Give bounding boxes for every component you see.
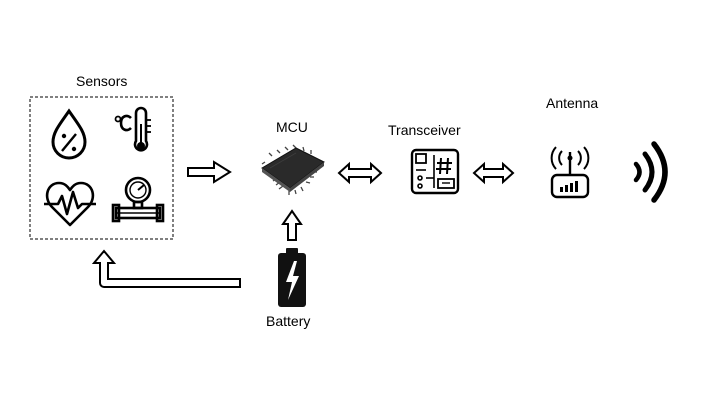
pressure-gauge-icon <box>111 176 165 223</box>
thermometer-icon <box>114 106 151 152</box>
sensors-group-box <box>29 96 174 240</box>
sensors-label: Sensors <box>76 73 128 89</box>
arrow-mcu-transceiver <box>337 161 383 185</box>
heart-rate-icon <box>44 181 96 227</box>
microchip-icon <box>261 144 325 195</box>
battery-label: Battery <box>266 313 311 329</box>
arrow-transceiver-antenna <box>472 161 515 185</box>
circuit-board-icon <box>410 148 460 195</box>
arrow-power-to-sensors <box>91 249 241 288</box>
wireless-signal-icon <box>633 141 668 203</box>
humidity-icon <box>51 108 87 160</box>
router-icon <box>550 146 590 199</box>
mcu-label: MCU <box>276 119 308 135</box>
antenna-label: Antenna <box>546 95 599 111</box>
battery-icon <box>278 248 306 307</box>
transceiver-label: Transceiver <box>388 122 461 138</box>
arrow-battery-to-mcu <box>281 209 303 241</box>
arrow-sensors-to-mcu <box>187 160 232 184</box>
